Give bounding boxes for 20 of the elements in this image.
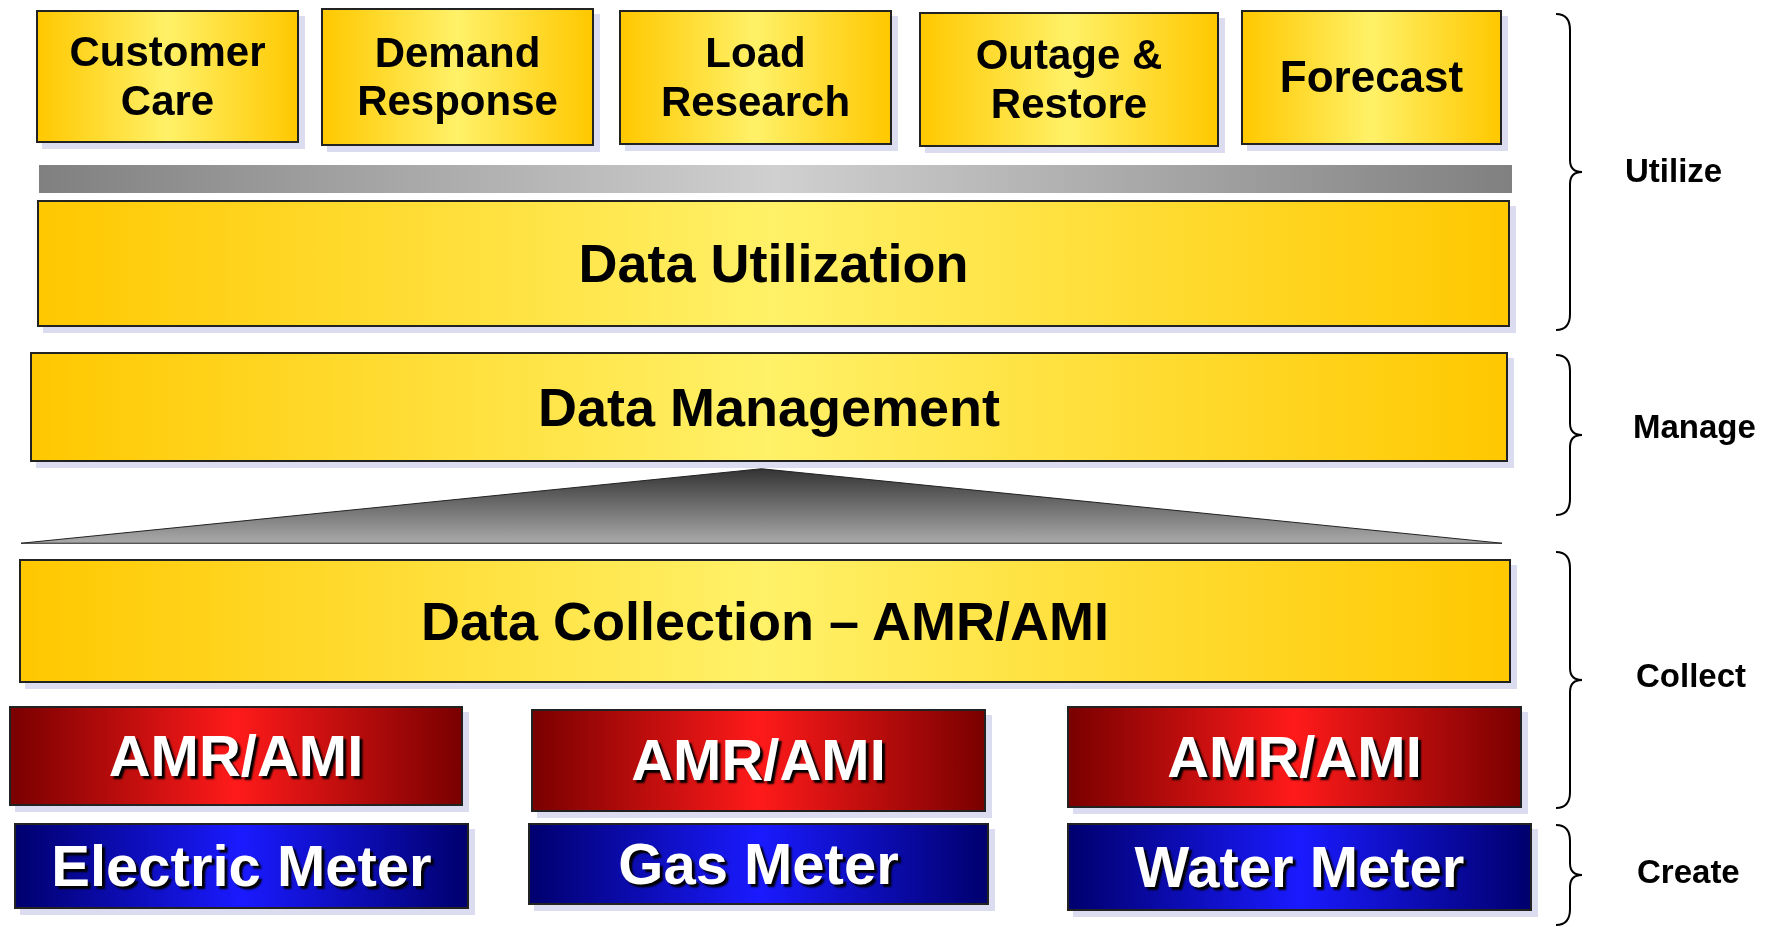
layer-label: Forecast: [1279, 52, 1464, 103]
layer-label: Water Meter: [1134, 833, 1465, 901]
layer-label: Customer Care: [68, 28, 267, 125]
stage-label: Collect: [1636, 657, 1747, 695]
layer-label: AMR/AMI: [1167, 723, 1422, 791]
layer-label: Data Collection – AMR/AMI: [420, 589, 1110, 653]
stage-label: Manage: [1633, 408, 1756, 446]
layer-label: AMR/AMI: [631, 727, 886, 794]
layer-label: Data Management: [537, 375, 1001, 439]
layer-label: Electric Meter: [51, 832, 432, 900]
layer-label: Data Utilization: [578, 232, 969, 295]
layer-label: Gas Meter: [618, 830, 899, 898]
stage-label: Create: [1637, 853, 1740, 891]
layer-label: AMR/AMI: [108, 722, 364, 790]
divider-bar: [39, 165, 1512, 193]
stage-label: Utilize: [1625, 152, 1723, 190]
layer-label: Load Research: [659, 29, 852, 126]
layer-label: Outage & Restore: [974, 31, 1164, 128]
funnel-triangle: [21, 468, 1502, 544]
layer-label: Demand Response: [356, 28, 559, 126]
